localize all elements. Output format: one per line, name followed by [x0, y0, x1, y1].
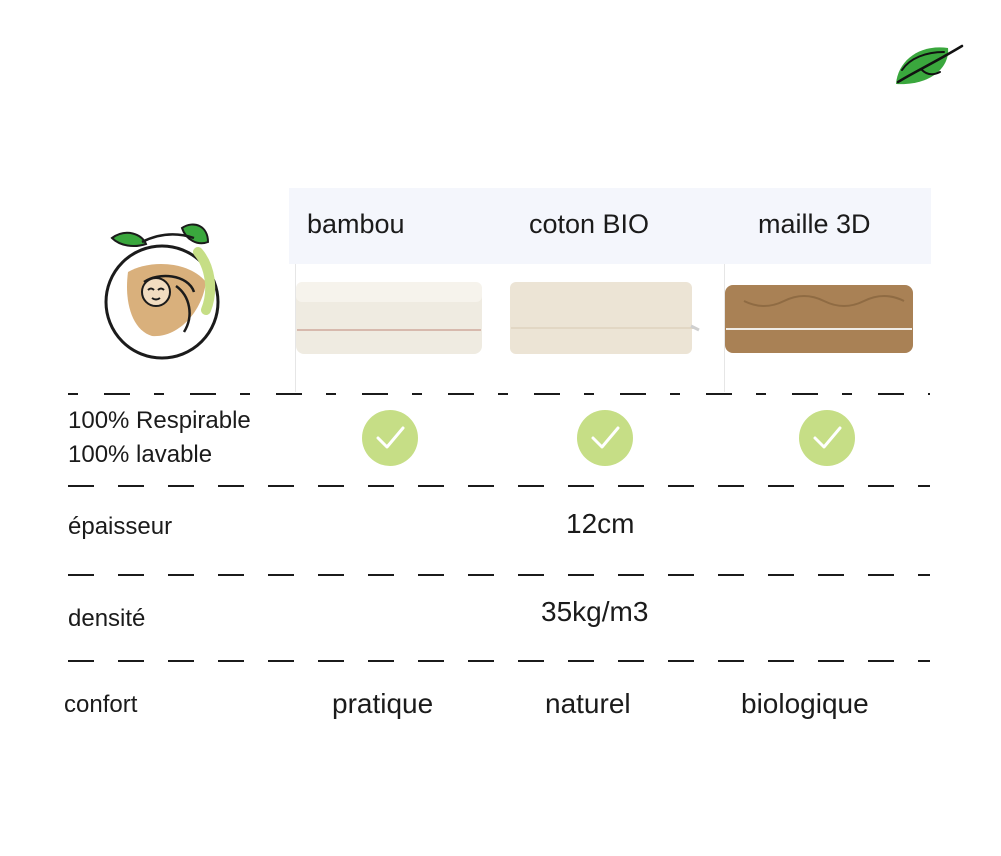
confort-value-bambou: pratique — [332, 688, 434, 719]
mattress-image-maille-3d — [724, 280, 916, 365]
row-separator — [68, 393, 930, 395]
mattress-image-coton-bio — [509, 278, 701, 363]
checkmark-icon — [362, 410, 418, 466]
row-separator — [68, 485, 930, 487]
densite-value: 35kg/m3 — [541, 596, 649, 627]
column-header-coton-bio: coton BIO — [529, 209, 650, 239]
row-label-lavable: 100% lavable — [68, 441, 213, 468]
column-divider — [724, 264, 725, 392]
leaf-icon — [892, 40, 966, 88]
confort-value-coton-bio: naturel — [545, 688, 631, 719]
sloth-logo — [98, 212, 230, 360]
row-label-respirable: 100% Respirable — [68, 407, 251, 434]
row-label-confort: confort — [64, 691, 138, 718]
confort-value-maille-3d: biologique — [741, 688, 869, 719]
checkmark-icon — [799, 410, 855, 466]
row-separator — [68, 660, 930, 662]
epaisseur-value: 12cm — [566, 508, 635, 539]
column-divider — [295, 264, 296, 392]
row-separator — [68, 574, 930, 576]
mattress-image-bambou — [295, 278, 485, 363]
row-label-densite: densité — [68, 605, 146, 632]
header-band — [289, 188, 931, 264]
column-header-maille-3d: maille 3D — [758, 209, 871, 239]
row-label-epaisseur: épaisseur — [68, 513, 173, 540]
checkmark-icon — [577, 410, 633, 466]
column-header-bambou: bambou — [307, 209, 405, 239]
